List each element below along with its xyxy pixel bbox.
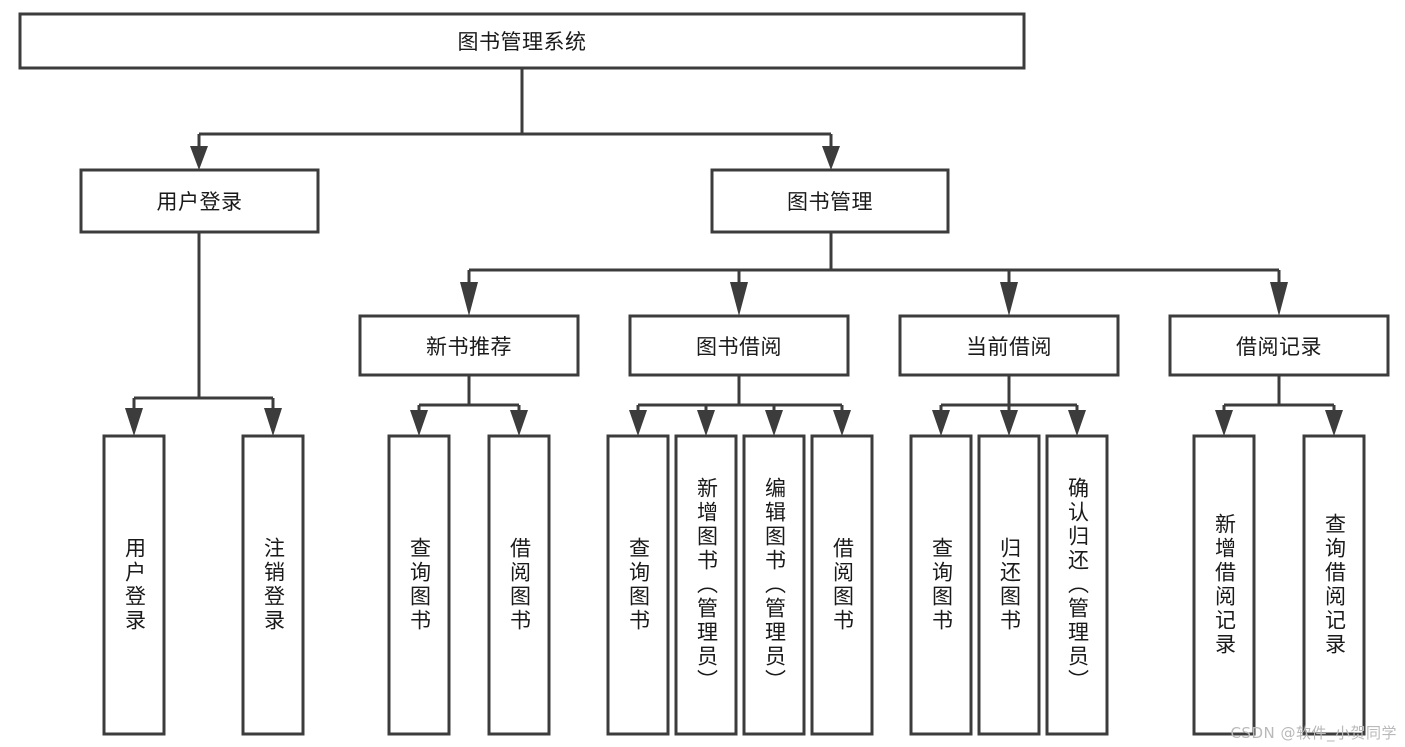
arrow-leaf-logout-login [264,408,282,436]
arrow-leaf-query-book-1 [410,410,428,436]
node-leaf-confirm-return-box[interactable] [1045,434,1109,736]
node-leaf-user-login-box[interactable] [102,434,166,736]
arrow-leaf-add-book [697,410,715,436]
node-leaf-query-book-1-box[interactable] [387,434,451,736]
arrow-leaf-edit-book [765,410,783,436]
node-leaf-edit-book-box[interactable] [742,434,806,736]
node-leaf-add-book-box[interactable] [674,434,738,736]
node-leaf-logout-login-box[interactable] [241,434,305,736]
arrow-leaf-borrow-book-1 [510,410,528,436]
node-leaf-query-record-box[interactable] [1302,434,1366,736]
node-leaf-query-book-3-box[interactable] [909,434,973,736]
arrow-to-book-borrow [730,282,748,316]
arrow-leaf-query-book-2 [629,410,647,436]
node-new-book-recommend-box[interactable] [358,314,580,377]
node-leaf-borrow-book-1-box[interactable] [487,434,551,736]
arrow-leaf-borrow-book-2 [833,410,851,436]
node-book-manage-box[interactable] [710,168,950,234]
arrow-leaf-add-record [1215,410,1233,436]
node-root-box[interactable] [18,12,1026,70]
csdn-watermark: CSDN @软件_小贺同学 [1230,724,1397,742]
arrow-to-new-book-recommend [460,282,478,316]
node-current-borrow-box[interactable] [898,314,1120,377]
node-leaf-query-book-2-box[interactable] [606,434,670,736]
arrow-to-current-borrow [1000,282,1018,316]
edges-group [125,68,1343,436]
arrow-to-book-manage [822,146,840,170]
node-user-login-box[interactable] [79,168,320,234]
arrow-to-user-login [190,146,208,170]
arrow-leaf-query-record [1325,410,1343,436]
node-leaf-borrow-book-2-box[interactable] [810,434,874,736]
node-book-borrow-box[interactable] [628,314,850,377]
arrow-to-borrow-record [1270,282,1288,316]
node-borrow-record-box[interactable] [1168,314,1390,377]
nodes-group [18,12,1390,736]
arrow-leaf-user-login [125,408,143,436]
arrow-leaf-return-book [1000,410,1018,436]
arrow-leaf-query-book-3 [932,410,950,436]
node-leaf-add-record-box[interactable] [1192,434,1256,736]
arrow-leaf-confirm-return [1068,410,1086,436]
node-leaf-return-book-box[interactable] [977,434,1041,736]
